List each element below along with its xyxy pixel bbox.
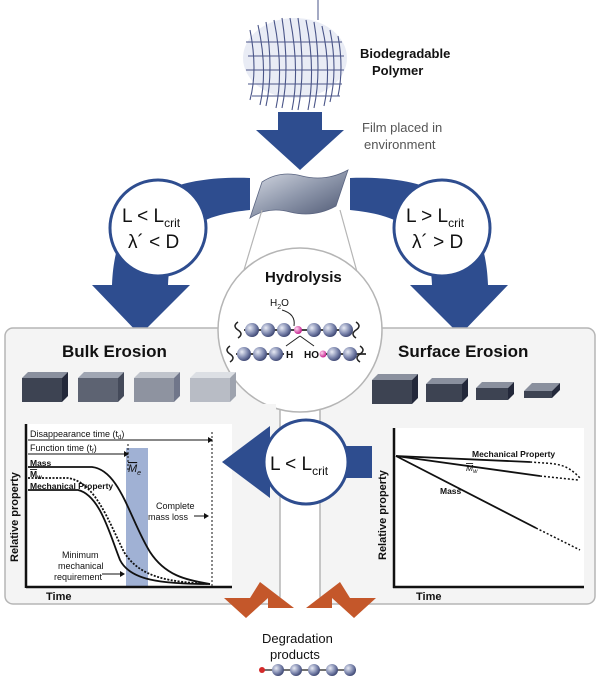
bulk-y-axis-label: Relative property xyxy=(9,471,21,562)
degradation-products-line2: products xyxy=(270,647,320,662)
surface-block-2 xyxy=(426,378,468,402)
intact-polymer-chain xyxy=(234,321,360,339)
surface-mw-label: Mw xyxy=(466,463,478,475)
water-label: H2O xyxy=(270,298,289,311)
min-requirement-line3: requirement xyxy=(54,572,103,582)
complete-mass-loss-line1: Complete xyxy=(156,501,195,511)
film-label-line1: Film placed in xyxy=(362,120,442,135)
surface-mechanical-label: Mechanical Property xyxy=(472,449,555,459)
cleaved-polymer-chains: H HO xyxy=(226,345,366,363)
transition-condition-text: L < Lcrit xyxy=(270,454,329,478)
bulk-erosion-chart: Disappearance time (td) Function time (t… xyxy=(9,404,276,603)
bulk-mw-curve xyxy=(28,477,211,585)
bulk-condition-line1: L < Lcrit xyxy=(122,206,181,230)
arrow-down-to-film xyxy=(256,112,344,170)
degradation-products-line1: Degradation xyxy=(262,631,333,646)
surface-mw-curve xyxy=(395,455,541,477)
transition-condition-circle: L < Lcrit xyxy=(262,418,350,506)
hydrolysis-title: Hydrolysis xyxy=(265,269,342,286)
bulk-me-label: Me xyxy=(128,463,141,477)
polymer-label-line2: Polymer xyxy=(372,63,423,78)
arrow-surface-to-products xyxy=(306,582,376,618)
surface-erosion-chart: Mechanical Property Mw Mass Relative pro… xyxy=(377,428,584,603)
surface-condition-circle: L > Lcrit λ´ > D xyxy=(392,178,492,278)
surface-mass-curve xyxy=(395,455,537,529)
disappearance-time-label: Disappearance time (td) xyxy=(30,429,124,441)
bulk-condition-line2: λ´ < D xyxy=(128,232,179,253)
surface-x-axis-label: Time xyxy=(416,591,441,603)
bulk-erosion-title: Bulk Erosion xyxy=(62,342,167,361)
bulk-block-2 xyxy=(78,372,124,402)
degradation-product-molecules xyxy=(259,664,356,676)
film-label-line2: environment xyxy=(364,137,436,152)
surface-block-3 xyxy=(476,382,514,400)
surface-erosion-blocks xyxy=(372,374,560,404)
bulk-block-1 xyxy=(22,372,68,402)
bulk-erosion-blocks xyxy=(22,372,236,402)
function-time-band xyxy=(126,448,148,586)
bulk-mechanical-curve xyxy=(28,489,211,585)
surface-mass-label: Mass xyxy=(440,486,462,496)
bulk-mass-curve xyxy=(28,466,211,585)
hydrogen-label: H xyxy=(286,350,293,361)
min-requirement-line2: mechanical xyxy=(58,561,104,571)
polymer-label-line1: Biodegradable xyxy=(360,46,450,61)
bulk-mass-label: Mass xyxy=(30,458,52,468)
hydroxyl-label: HO xyxy=(304,350,319,361)
surface-y-axis-label: Relative property xyxy=(377,469,389,560)
bulk-block-3 xyxy=(134,372,180,402)
min-requirement-line1: Minimum xyxy=(62,550,99,560)
surface-block-1 xyxy=(372,374,418,404)
arrow-bulk-to-products xyxy=(224,582,294,618)
hydrolysis-circle: Hydrolysis H2O H HO xyxy=(217,247,383,413)
bulk-mw-label: Mw xyxy=(30,469,42,481)
surface-block-4 xyxy=(524,383,560,398)
surface-condition-line1: L > Lcrit xyxy=(406,206,465,230)
surface-mechanical-curve xyxy=(395,455,531,463)
polymer-film-image xyxy=(249,169,349,219)
bulk-mechanical-label: Mechanical Property xyxy=(30,481,113,491)
polymer-cluster-image xyxy=(243,0,347,111)
bulk-block-4 xyxy=(190,372,236,402)
surface-condition-line2: λ´ > D xyxy=(412,232,463,253)
function-time-label: Function time (tf) xyxy=(30,443,97,455)
bulk-x-axis-label: Time xyxy=(46,591,71,603)
surface-erosion-title: Surface Erosion xyxy=(398,342,528,361)
complete-mass-loss-line2: mass loss xyxy=(148,512,189,522)
bulk-condition-circle: L < Lcrit λ´ < D xyxy=(108,178,208,278)
